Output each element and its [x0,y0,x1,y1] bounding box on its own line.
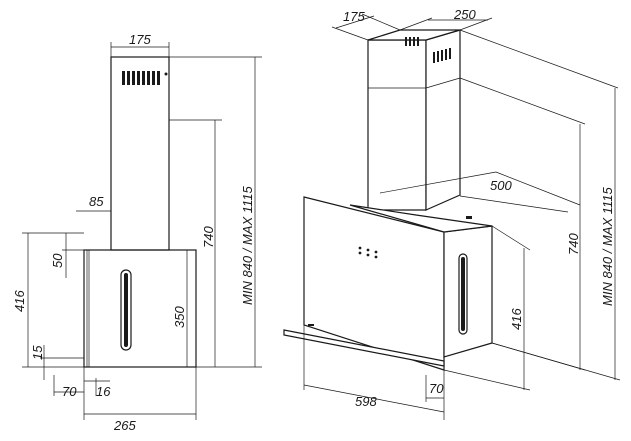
dim-416-iso: 416 [509,308,524,330]
dim-85: 85 [89,194,104,209]
dim-15: 15 [30,345,45,360]
dim-500-iso: 500 [490,178,512,193]
dim-740-iso: 740 [566,233,581,255]
dim-70-side: 70 [62,384,77,399]
dim-740-side: 740 [201,226,216,248]
dim-50: 50 [50,253,65,268]
iso-chimney-front [367,39,427,211]
dim-175-iso: 175 [343,9,365,24]
dim-min-max-side: MIN 840 / MAX 1115 [240,185,255,305]
side-view: 175 85 740 MIN 840 / MAX 1115 350 50 416… [12,32,262,433]
dim-598-iso: 598 [355,394,377,409]
side-vent-grille [122,71,168,85]
dim-16: 16 [96,384,111,399]
dim-250-iso: 250 [453,7,476,22]
iso-bottom-lip [283,329,445,367]
dim-350: 350 [172,306,187,328]
iso-control-buttons [358,246,378,259]
dim-70-iso: 70 [429,381,444,396]
side-hood-body [83,249,197,368]
iso-light-slot [458,253,468,335]
dim-416-side: 416 [12,290,27,312]
side-chimney [110,56,170,251]
dim-265: 265 [113,418,136,433]
iso-vents-top [405,37,451,63]
side-light-slot [120,269,132,351]
iso-view: 175 250 500 740 MIN 840 / MAX 1115 416 5… [283,7,621,420]
dim-min-max-iso: MIN 840 / MAX 1115 [600,186,615,306]
iso-body-side [443,225,493,358]
dim-175-side: 175 [129,32,151,47]
